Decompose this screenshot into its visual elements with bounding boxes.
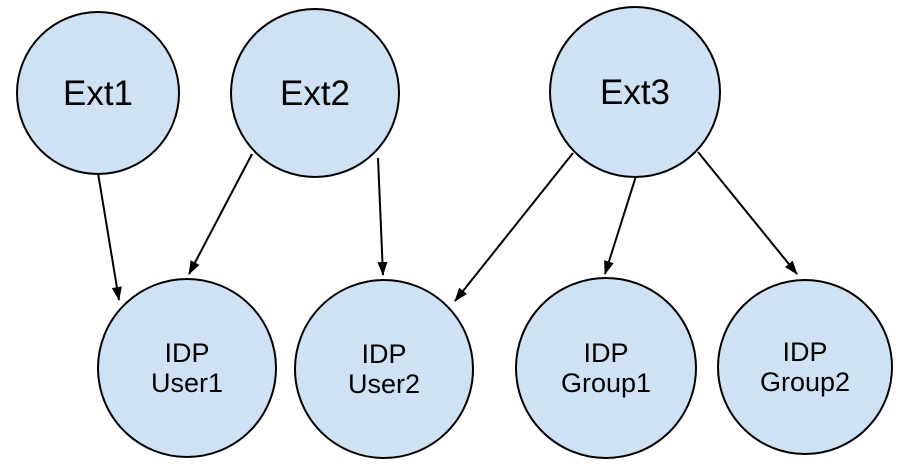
node-label-idp-group2-line2: Group2	[759, 367, 851, 397]
node-ext2: Ext2	[230, 8, 400, 178]
node-label-idp-user1-line1: IDP	[164, 338, 210, 368]
edge-ext2-to-idp-user2	[377, 157, 388, 276]
edge-ext3-to-idp-group2	[697, 151, 798, 275]
edge-ext3-to-idp-group1	[604, 175, 637, 275]
node-label-idp-group1-line1: IDP	[583, 338, 629, 368]
edge-ext2-to-idp-user1	[188, 153, 253, 275]
node-label-idp-user2-line2: User2	[347, 369, 421, 399]
node-label-ext2-line1: Ext2	[279, 73, 351, 113]
node-label-idp-user1-line2: User1	[150, 368, 224, 398]
node-label-ext3-line1: Ext3	[599, 72, 671, 112]
node-label-idp-group2-line1: IDP	[782, 337, 828, 367]
node-ext3: Ext3	[549, 6, 721, 178]
edge-ext1-to-idp-user1	[97, 172, 122, 301]
node-ext1: Ext1	[16, 11, 180, 175]
edge-ext3-to-idp-user2	[454, 152, 574, 302]
node-label-ext1-line1: Ext1	[62, 73, 134, 113]
node-label-idp-group1-line2: Group1	[560, 368, 652, 398]
node-label-idp-user2-line1: IDP	[361, 339, 407, 369]
